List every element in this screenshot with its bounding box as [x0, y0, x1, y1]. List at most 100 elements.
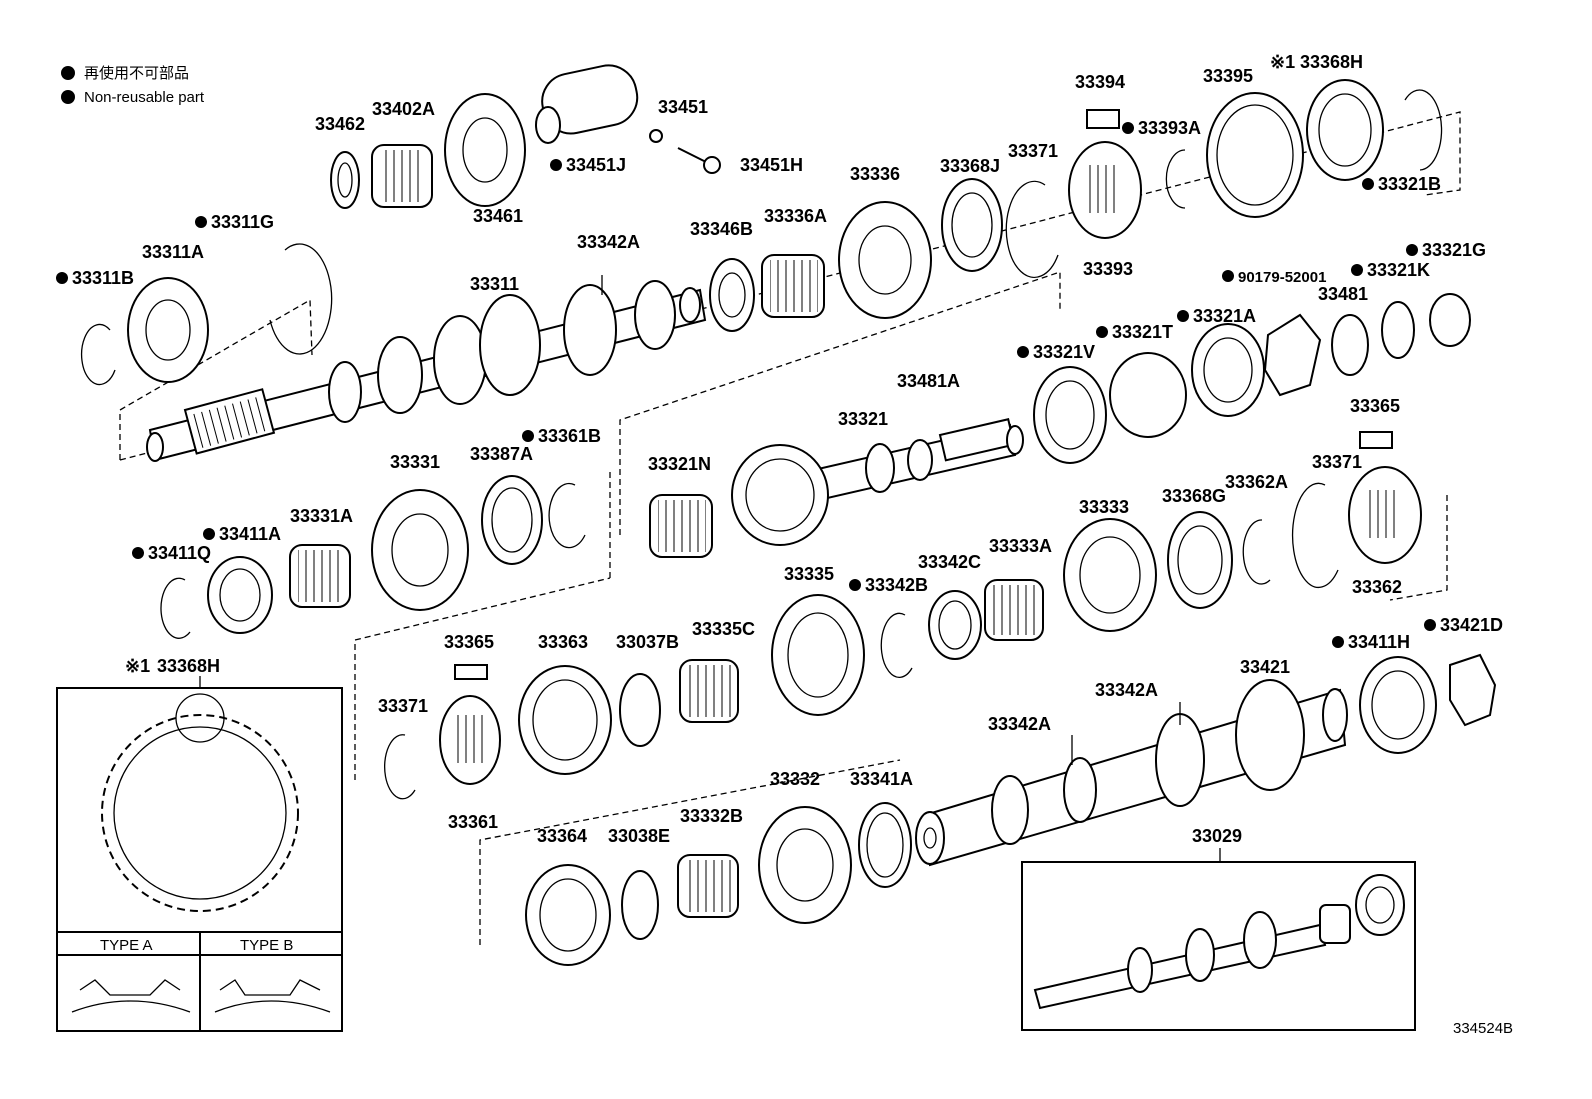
part-label: 33368G [1162, 486, 1226, 506]
part-label: 33481A [897, 371, 960, 391]
part-label: 33311A [142, 242, 204, 262]
non-reusable-bullet-icon [1362, 178, 1374, 190]
part-label: 33332 [770, 769, 820, 789]
part-label: 33363 [538, 632, 588, 652]
non-reusable-bullet-icon [849, 579, 861, 591]
part-label: 33393 [1083, 259, 1133, 279]
part-label: 33411H [1348, 632, 1410, 652]
part-label: 33371 [1008, 141, 1058, 161]
part-label: 33332B [680, 806, 743, 826]
part-label: 33311B [72, 268, 134, 288]
non-reusable-bullet-icon [56, 272, 68, 284]
part-label: 33393A [1138, 118, 1201, 138]
non-reusable-bullet-icon [1424, 619, 1436, 631]
part-label: 33411A [219, 524, 281, 544]
non-reusable-bullet-icon [1351, 264, 1363, 276]
part-label: 33311G [211, 212, 274, 232]
counter-shaft-33421 [915, 679, 1348, 867]
part-label: 33321 [838, 409, 888, 429]
part-label: 33361B [538, 426, 601, 446]
part-label: 33311 [470, 274, 519, 294]
non-reusable-bullet-icon [1096, 326, 1108, 338]
non-reusable-bullet-icon [61, 66, 75, 80]
non-reusable-bullet-icon [1177, 310, 1189, 322]
legend: 再使用不可部品 Non-reusable part [61, 65, 205, 106]
part-label: 33321B [1378, 174, 1441, 194]
part-label: 33341A [850, 769, 913, 789]
part-label: 33342A [1095, 680, 1158, 700]
non-reusable-bullet-icon [550, 159, 562, 171]
part-label: 33321G [1422, 240, 1486, 260]
part-label: 33362A [1225, 472, 1288, 492]
legend-en-text: Non-reusable part [84, 89, 205, 106]
input-shaft-33311 [146, 275, 707, 462]
part-label: 33402A [372, 99, 435, 119]
part-label: 33038E [608, 826, 670, 846]
part-label: 33321T [1112, 322, 1173, 342]
part-label: 33342B [865, 575, 928, 595]
non-reusable-bullet-icon [1406, 244, 1418, 256]
part-label: 33037B [616, 632, 679, 652]
part-label: 33395 [1203, 66, 1253, 86]
part-label: 33361 [448, 812, 498, 832]
part-label: 33462 [315, 114, 365, 134]
part-label: 90179-52001 [1238, 269, 1326, 286]
part-label: 33365 [444, 632, 494, 652]
inset-title-label: 33368H [157, 656, 220, 676]
non-reusable-bullet-icon [132, 547, 144, 559]
drawing-number: 334524B [1453, 1020, 1513, 1037]
inset-33368H: ※1 33368H TYPE A TYPE B [56, 656, 343, 1032]
type-b-label: TYPE B [240, 937, 293, 954]
part-label: 33342A [577, 232, 640, 252]
part-label: 33451H [740, 155, 803, 175]
part-label: 33421D [1440, 615, 1503, 635]
part-label: 33362 [1352, 577, 1402, 597]
non-reusable-bullet-icon [61, 90, 75, 104]
non-reusable-bullet-icon [522, 430, 534, 442]
part-label: 33321A [1193, 306, 1256, 326]
part-label: 33331 [390, 452, 440, 472]
part-label: 33481 [1318, 284, 1368, 304]
part-label: 33333A [989, 536, 1052, 556]
part-label: 33331A [290, 506, 353, 526]
part-label: 33411Q [148, 543, 211, 563]
part-label: 33451J [566, 155, 626, 175]
legend-jp-text: 再使用不可部品 [84, 65, 189, 82]
part-label: 33342A [988, 714, 1051, 734]
part-label: 33368J [940, 156, 1000, 176]
non-reusable-bullet-icon [203, 528, 215, 540]
part-label: 33371 [378, 696, 428, 716]
part-label: 33342C [918, 552, 981, 572]
part-label: 33365 [1350, 396, 1400, 416]
part-label: 33335C [692, 619, 755, 639]
part-label: 33394 [1075, 72, 1125, 92]
output-shaft-33321 [731, 418, 1024, 546]
assembly-33029-box [1021, 848, 1416, 1031]
part-label: 33333 [1079, 497, 1129, 517]
non-reusable-bullet-icon [1122, 122, 1134, 134]
parts-shapes [80, 64, 1497, 966]
part-label: 33421 [1240, 657, 1290, 677]
part-label: 33364 [537, 826, 587, 846]
part-label: 33346B [690, 219, 753, 239]
part-label: 33336A [764, 206, 827, 226]
part-label: 33321V [1033, 342, 1095, 362]
assembly-label: 33029 [1192, 826, 1242, 846]
part-label: 33461 [473, 206, 523, 226]
part-label: 33368H [1300, 52, 1363, 72]
part-label: 33321N [648, 454, 711, 474]
part-label: 33335 [784, 564, 834, 584]
inset-ref-mark: ※1 [125, 656, 150, 676]
part-ref-mark: ※1 [1270, 52, 1295, 72]
non-reusable-bullet-icon [1222, 270, 1234, 282]
part-label: 33387A [470, 444, 533, 464]
non-reusable-bullet-icon [1332, 636, 1344, 648]
part-label: 33451 [658, 97, 708, 117]
part-labels: 33462 33402A 33461 33451 33451J 33451H 3… [56, 52, 1503, 846]
non-reusable-bullet-icon [1017, 346, 1029, 358]
part-label: 33371 [1312, 452, 1362, 472]
part-label: 33336 [850, 164, 900, 184]
non-reusable-bullet-icon [195, 216, 207, 228]
part-label: 33321K [1367, 260, 1430, 280]
